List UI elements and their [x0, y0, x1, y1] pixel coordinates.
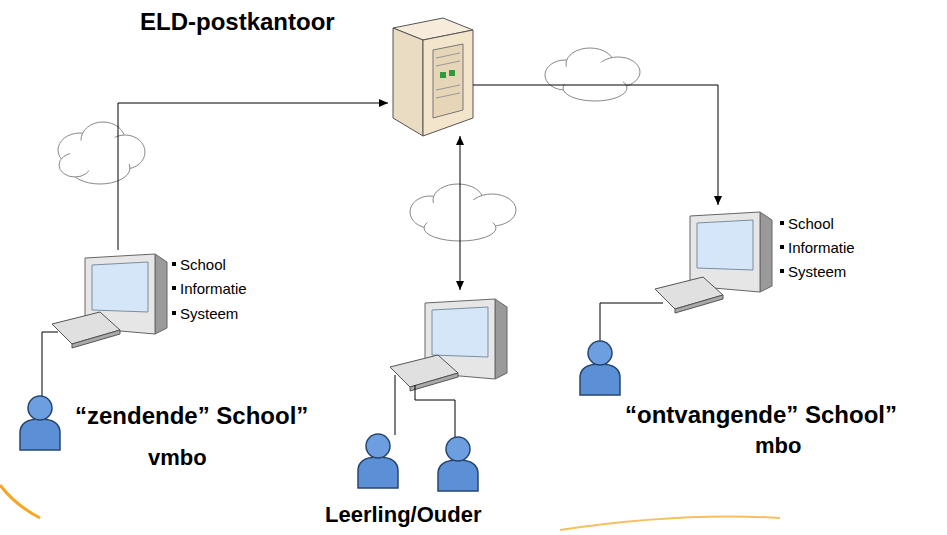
node-label: vmbo [148, 445, 207, 471]
connector-arrow [460, 136, 461, 290]
swoosh [0, 485, 40, 518]
node-label: ELD-postkantoor [140, 8, 335, 36]
bullet-item: Informatie [172, 280, 247, 297]
node-label: mbo [755, 433, 801, 459]
node-label: “ontvangende” School” [625, 401, 897, 429]
bullet-item: Systeem [172, 305, 238, 322]
bullet-item: Systeem [780, 263, 846, 280]
bullet-item: School [780, 215, 834, 232]
bullet-item: Informatie [780, 239, 855, 256]
bullet-item: School [172, 256, 226, 273]
cloud [410, 184, 516, 241]
connector-arrow [118, 103, 388, 250]
computer-icon [355, 290, 555, 535]
computer-node: Leerling/Ouder [355, 290, 555, 535]
swoosh [560, 517, 780, 531]
node-label: Leerling/Ouder [325, 502, 481, 528]
node-label: “zendende” School” [75, 402, 308, 430]
cloud [545, 48, 640, 101]
computer-node: SchoolInformatieSysteem“zendende” School… [20, 250, 270, 480]
computer-node: SchoolInformatieSysteem “ontvangende” Sch… [575, 205, 947, 475]
connector-arrow [473, 85, 718, 205]
server-icon [388, 18, 473, 136]
cloud [58, 122, 145, 184]
server-node: ELD-postkantoor [388, 18, 473, 136]
